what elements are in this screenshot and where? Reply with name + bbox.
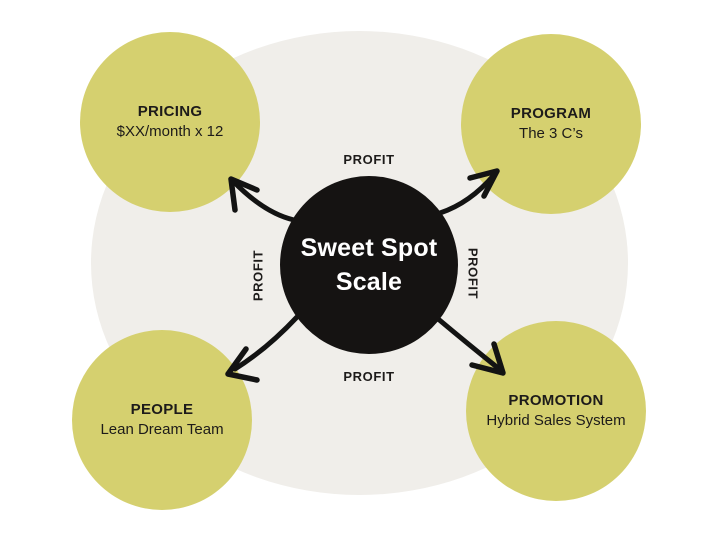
center-node: Sweet Spot Scale: [280, 176, 458, 354]
node-program-subtitle: The 3 C’s: [519, 125, 583, 142]
node-people-title: PEOPLE: [130, 401, 194, 418]
node-promotion: PROMOTION Hybrid Sales System: [466, 321, 646, 501]
node-people: PEOPLE Lean Dream Team: [72, 330, 252, 510]
center-title-line1: Sweet Spot: [300, 234, 438, 262]
profit-label-bottom: PROFIT: [343, 369, 395, 384]
arrow-center-to-promotion: [434, 315, 506, 376]
profit-label-left: PROFIT: [250, 249, 266, 302]
center-title-line2: Scale: [335, 268, 403, 296]
node-people-subtitle: Lean Dream Team: [100, 421, 224, 438]
profit-label-top: PROFIT: [343, 152, 395, 167]
profit-label-right: PROFIT: [465, 247, 481, 300]
arrow-center-to-pricing: [228, 176, 297, 223]
arrow-center-to-program: [437, 168, 500, 216]
node-program-title: PROGRAM: [510, 105, 592, 122]
node-promotion-title: PROMOTION: [508, 392, 604, 409]
arrow-center-to-people: [225, 314, 300, 383]
node-promotion-subtitle: Hybrid Sales System: [486, 412, 626, 429]
node-pricing-subtitle: $XX/month x 12: [116, 123, 224, 140]
center-node-title: Sweet Spot Scale: [301, 231, 438, 299]
node-pricing-title: PRICING: [137, 103, 203, 120]
